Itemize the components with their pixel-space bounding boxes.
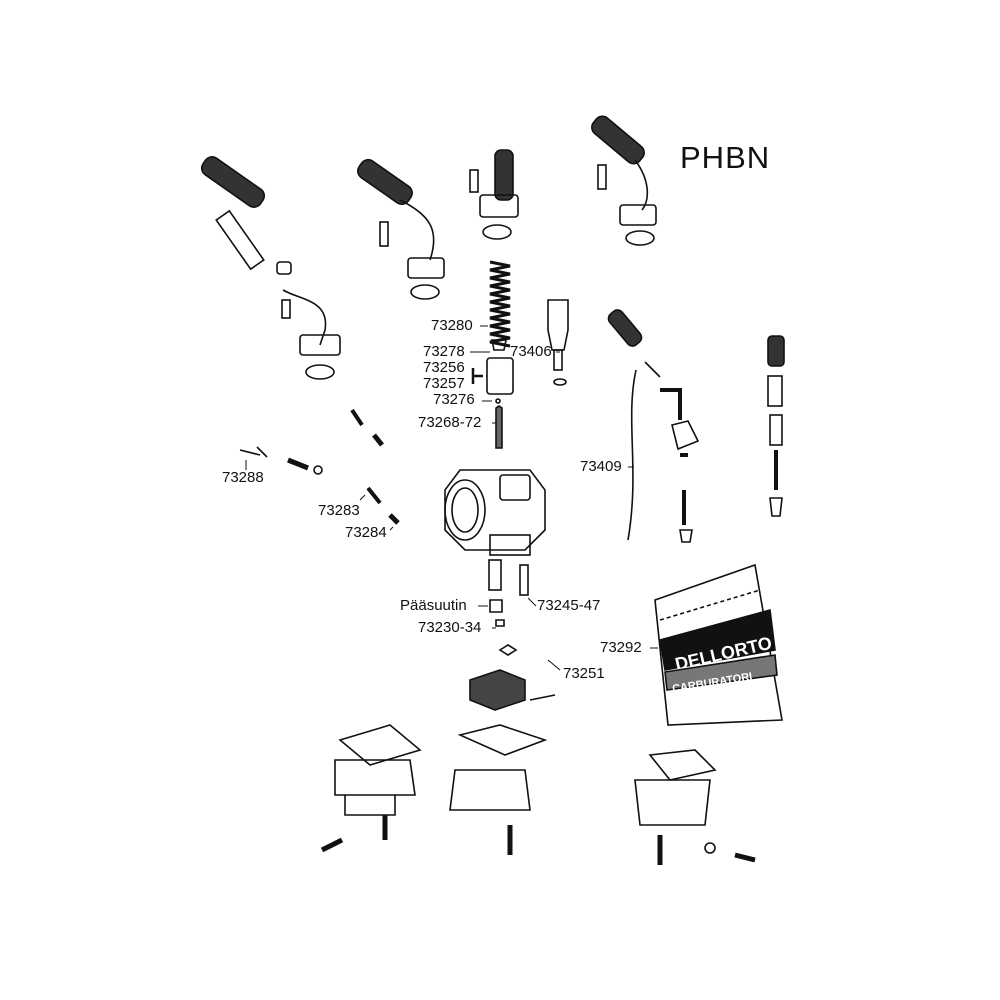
part-label-paasuutin: Pääsuutin <box>400 597 467 614</box>
part-label-73283: 73283 <box>318 502 360 519</box>
throttle-assembly-1 <box>200 156 341 380</box>
part-label-73409: 73409 <box>580 458 622 475</box>
carburetor-body <box>444 469 546 556</box>
spring-73280 <box>489 260 511 348</box>
float-bowl-1 <box>320 724 422 853</box>
part-label-73257: 73257 <box>423 375 465 392</box>
part-label-73284: 73284 <box>345 524 387 541</box>
float-bowl-3 <box>634 749 756 865</box>
float-bowl-2 <box>449 724 548 855</box>
part-label-73288: 73288 <box>222 469 264 486</box>
part-label-73268-72: 73268-72 <box>418 414 482 431</box>
part-label-73245-47: 73245-47 <box>537 597 601 614</box>
part-label-73276: 73276 <box>433 391 475 408</box>
part-label-73406: 73406 <box>510 343 552 360</box>
part-label-73256: 73256 <box>423 359 465 376</box>
part-label-73230-34: 73230-34 <box>418 619 482 636</box>
throttle-assembly-4 <box>591 115 657 246</box>
leader-lines <box>245 325 658 671</box>
part-label-73278: 73278 <box>423 343 465 360</box>
throttle-assembly-3 <box>469 149 519 240</box>
part-label-73280: 73280 <box>431 317 473 334</box>
throttle-assembly-2 <box>357 158 445 300</box>
dellorto-parts-bag: DELLORTO CARBURATORI <box>654 563 783 726</box>
part-label-73251: 73251 <box>563 665 605 682</box>
part-label-73292: 73292 <box>600 639 642 656</box>
model-title: PHBN <box>680 140 771 175</box>
